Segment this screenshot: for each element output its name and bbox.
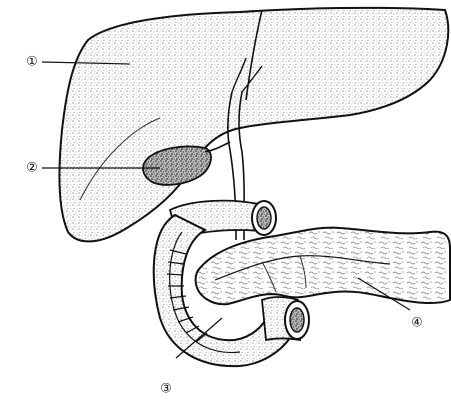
marker-3-label: ③ [160, 382, 172, 397]
marker-4: ④ [411, 316, 423, 331]
lower-intestine-tube [262, 297, 309, 340]
pancreas [196, 228, 450, 305]
marker-2: ② [26, 161, 38, 176]
marker-3: ③ [160, 382, 172, 397]
marker-1-label: ① [26, 55, 38, 70]
marker-1: ① [26, 55, 38, 70]
marker-2-label: ② [26, 161, 38, 176]
marker-4-label: ④ [411, 316, 423, 331]
